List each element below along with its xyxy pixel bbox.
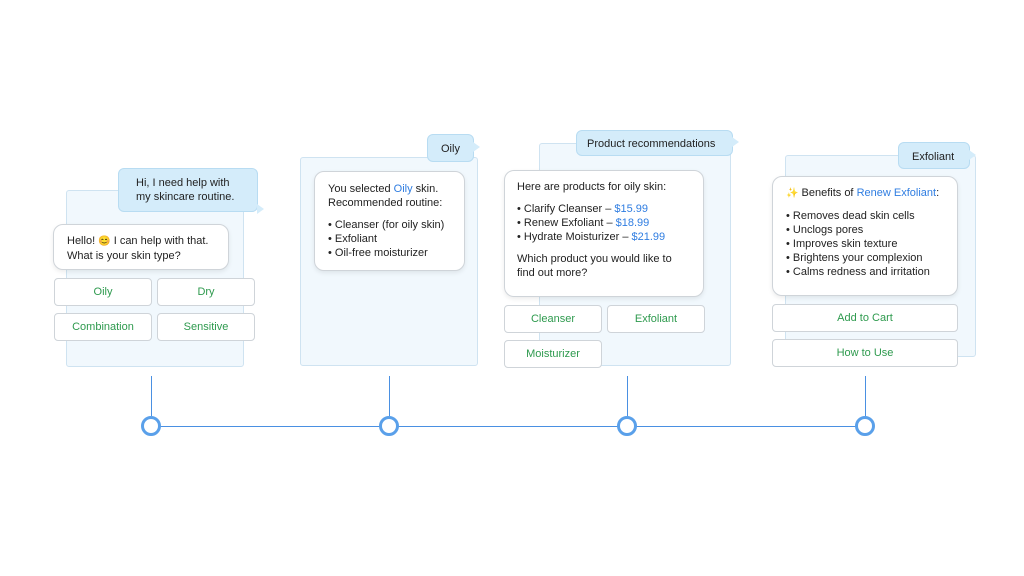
product-list: • Clarify Cleanser – $15.99 • Renew Exfo… [517,202,691,244]
product-name: • Clarify Cleanser – [517,203,612,215]
option-combination-button[interactable]: Combination [54,313,152,341]
routine-list: • Cleanser (for oily skin) • Exfoliant •… [328,218,451,260]
bot-message-line: Hello! 😊 I can help with that. [67,234,215,249]
bot-question-line: Which product you would like to [517,253,672,265]
benefit-item: • Unclogs pores [786,224,864,236]
how-to-use-button[interactable]: How to Use [772,339,958,367]
timeline-connector-2 [389,376,390,416]
product-price: $15.99 [614,203,649,215]
timeline-axis [151,426,865,427]
bot-message-line: ✨ Benefits of Renew Exfoliant: [786,186,944,201]
bot-message-line: What is your skin type? [67,250,181,262]
timeline-connector-1 [151,376,152,416]
timeline-node-1 [141,416,161,436]
bot-question-line: find out more? [517,267,588,279]
step3-bot-message: Here are products for oily skin: • Clari… [504,170,704,297]
timeline-node-3 [617,416,637,436]
product-item: • Clarify Cleanser – $15.99 [517,202,691,216]
timeline-connector-3 [627,376,628,416]
product-name: • Renew Exfoliant – [517,217,613,229]
product-name: • Hydrate Moisturizer – [517,231,629,243]
option-moisturizer-button[interactable]: Moisturizer [504,340,602,368]
timeline-node-4 [855,416,875,436]
text-span: skin. [415,183,439,195]
bot-message-line: Here are products for oily skin: [517,181,667,193]
highlight-product: Renew Exfoliant [856,187,937,199]
smile-emoji-icon: 😊 [98,236,111,247]
benefits-list: • Removes dead skin cells • Unclogs pore… [786,209,944,279]
option-sensitive-button[interactable]: Sensitive [157,313,255,341]
timeline-node-2 [379,416,399,436]
timeline-connector-4 [865,376,866,416]
option-cleanser-button[interactable]: Cleanser [504,305,602,333]
highlight-skin-type: Oily [393,183,413,195]
user-message-line: Hi, I need help with [136,177,230,189]
sparkle-icon: ✨ [786,188,799,199]
option-exfoliant-button[interactable]: Exfoliant [607,305,705,333]
product-item: • Hydrate Moisturizer – $21.99 [517,230,691,244]
option-oily-button[interactable]: Oily [54,278,152,306]
option-dry-button[interactable]: Dry [157,278,255,306]
step2-user-message: Oily [427,134,480,162]
product-price: $21.99 [631,231,666,243]
routine-item: • Cleanser (for oily skin) [328,219,445,231]
routine-item: • Oil-free moisturizer [328,247,428,259]
bot-message-line: Recommended routine: [328,197,443,209]
step3-user-message: Product recommendations [576,130,739,156]
bot-message-line: You selected Oily skin. [328,182,451,196]
text-span: Benefits of [801,187,854,199]
step4-user-message: Exfoliant [898,142,976,169]
text-span: You selected [328,183,391,195]
routine-item: • Exfoliant [328,233,378,245]
product-item: • Renew Exfoliant – $18.99 [517,216,691,230]
user-message-line: my skincare routine. [136,191,235,203]
benefit-item: • Removes dead skin cells [786,210,915,222]
benefit-item: • Improves skin texture [786,238,898,250]
step4-bot-message: ✨ Benefits of Renew Exfoliant: • Removes… [772,176,958,296]
greeting-text: Hello! [67,235,96,247]
step2-bot-message: You selected Oily skin. Recommended rout… [314,171,465,271]
bot-message-text: I can help with that. [113,235,209,247]
text-span: : [936,187,940,199]
benefit-item: • Brightens your complexion [786,252,923,264]
product-price: $18.99 [615,217,650,229]
step1-bot-message: Hello! 😊 I can help with that. What is y… [53,224,229,270]
benefit-item: • Calms redness and irritation [786,266,930,278]
add-to-cart-button[interactable]: Add to Cart [772,304,958,332]
step1-user-message: Hi, I need help with my skincare routine… [118,168,264,214]
